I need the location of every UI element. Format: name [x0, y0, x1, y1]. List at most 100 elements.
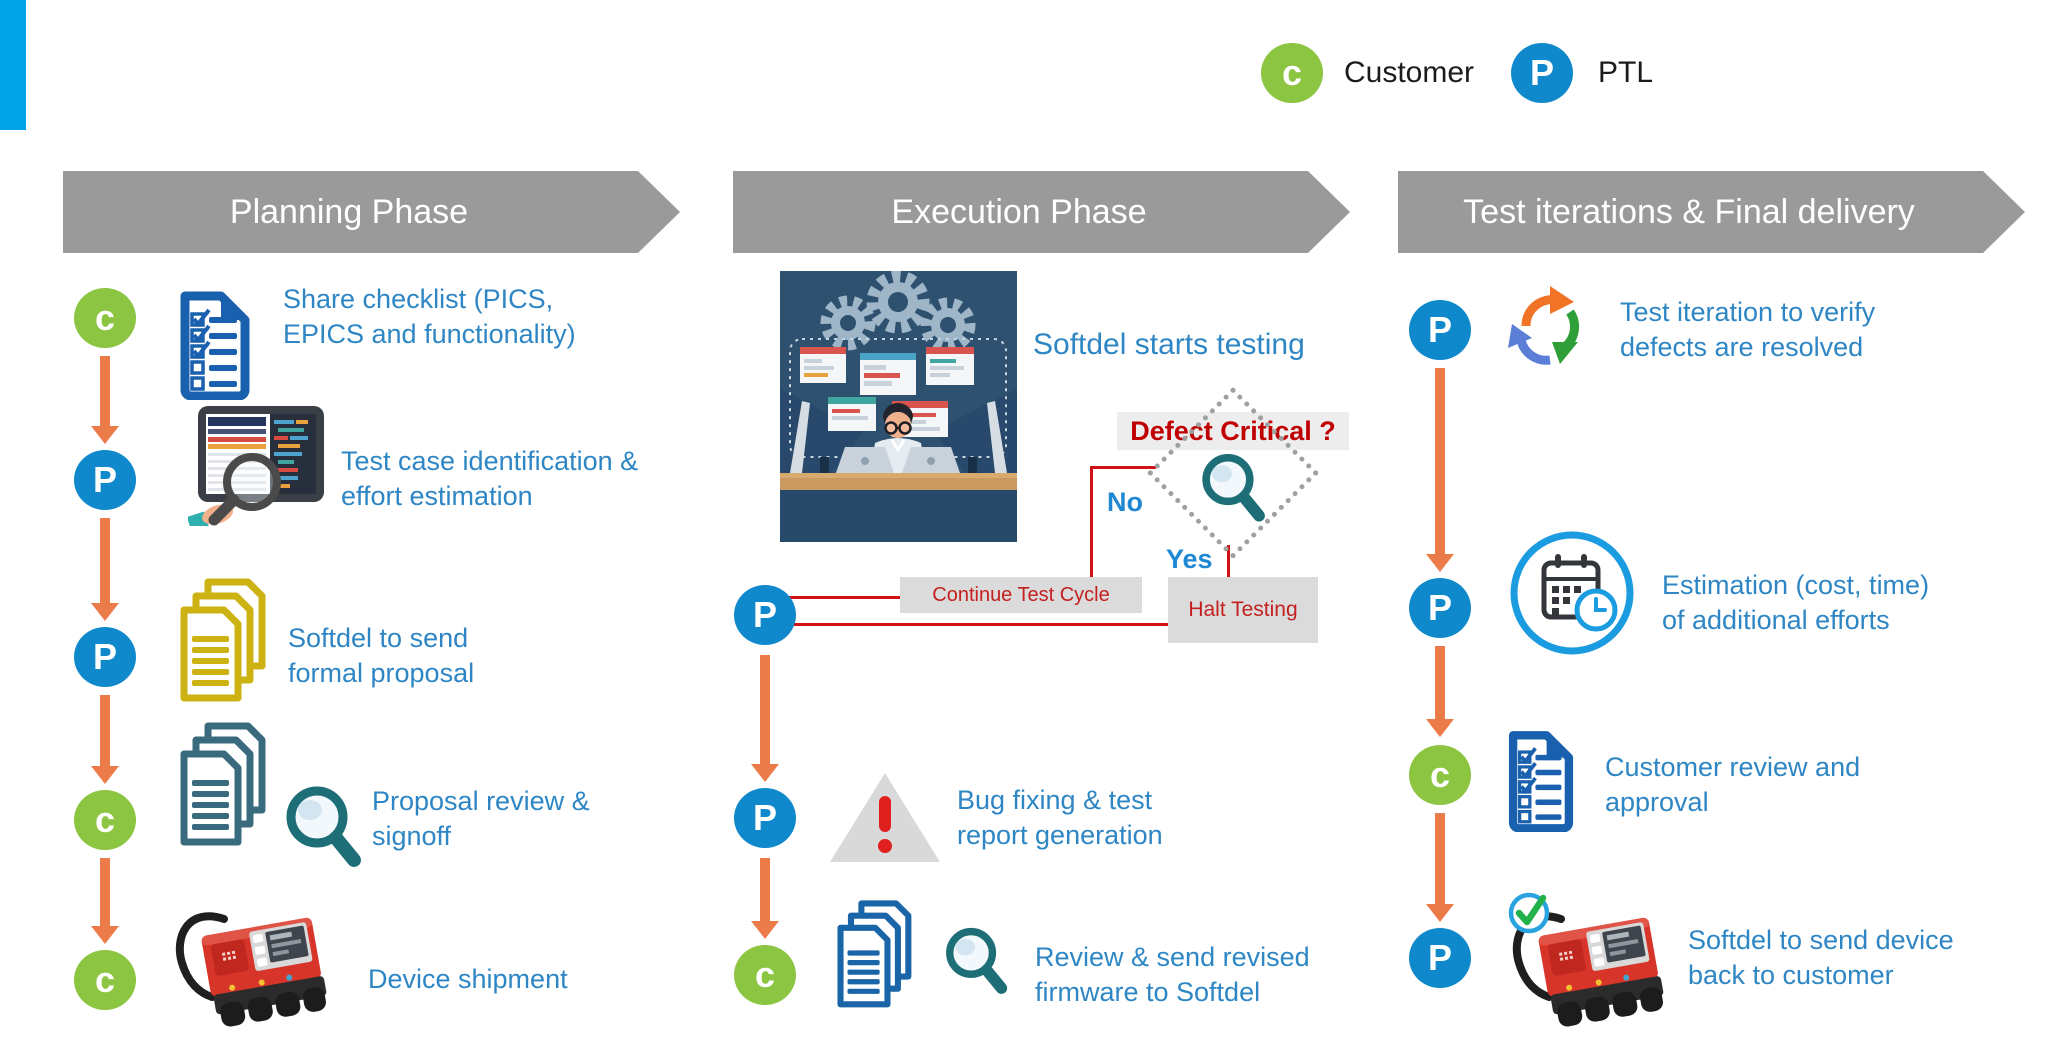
text-line: defects are resolved [1620, 332, 1864, 362]
text-line: Estimation (cost, time) [1662, 570, 1930, 600]
planning-step5-text: Device shipment [368, 962, 568, 997]
documents-stack-teal-icon [175, 722, 270, 860]
legend-customer-letter: c [1281, 52, 1303, 93]
checklist-icon [175, 286, 255, 400]
text-line: Test case identification & [341, 446, 639, 476]
legend-ptl-letter: P [1529, 52, 1554, 93]
connector-no-vertical [1090, 466, 1093, 578]
text-line: signoff [372, 821, 452, 851]
planning-step2-text: Test case identification & effort estima… [341, 444, 638, 514]
banner-execution-title: Execution Phase [891, 192, 1147, 231]
text-line: back to customer [1688, 960, 1894, 990]
approved-check-icon [1506, 887, 1556, 937]
planning-step4-text: Proposal review & signoff [372, 784, 590, 854]
test-analysis-icon [188, 404, 330, 526]
execution-loop-actor: P [734, 585, 796, 645]
continue-test-cycle-box: Continue Test Cycle [900, 577, 1142, 613]
delivery-step4-text: Softdel to send device back to customer [1688, 923, 1954, 993]
documents-stack-yellow-icon [175, 578, 270, 716]
execution-step2-actor: P [734, 788, 796, 848]
delivery-step1-text: Test iteration to verify defects are res… [1620, 295, 1875, 365]
actor-letter: P [1427, 937, 1452, 978]
connector-p-to-continue [780, 596, 900, 599]
cycle-arrows-icon [1502, 284, 1590, 374]
flow-arrow-down [760, 655, 770, 764]
accent-bar [0, 0, 26, 130]
decision-yes-label: Yes [1166, 544, 1213, 574]
magnifier-icon [283, 783, 363, 883]
text-line: Softdel to send device [1688, 925, 1954, 955]
planning-step3-text: Softdel to send formal proposal [288, 621, 474, 691]
planning-step1-actor: c [74, 288, 136, 348]
text-line: EPICS and functionality) [283, 319, 576, 349]
text-line: report generation [957, 820, 1163, 850]
banner-planning-title: Planning Phase [229, 192, 469, 231]
flow-arrow-down [100, 518, 110, 603]
flow-arrow-down [1435, 813, 1445, 904]
delivery-step3-actor: c [1409, 745, 1471, 805]
laptops [836, 447, 960, 473]
legend-ptl-badge: P [1511, 43, 1573, 103]
banner-planning-phase: Planning Phase [63, 171, 680, 253]
actor-letter: P [92, 636, 117, 677]
checklist-icon [1502, 726, 1580, 832]
connector-no-horizontal [1090, 466, 1156, 469]
actor-letter: P [1427, 587, 1452, 628]
delivery-step3-text: Customer review and approval [1605, 750, 1860, 820]
testing-illustration [780, 271, 1017, 542]
decision-question-band: Defect Critical ? [1117, 412, 1349, 450]
execution-step3-text: Review & send revised firmware to Softde… [1035, 940, 1310, 1010]
execution-step2-text: Bug fixing & test report generation [957, 783, 1163, 853]
planning-step4-actor: c [74, 790, 136, 850]
banner-delivery-title: Test iterations & Final delivery [1463, 192, 1915, 231]
magnifier-icon [1199, 451, 1267, 535]
connector-yes-vertical [1227, 545, 1230, 578]
text-line: approval [1605, 787, 1709, 817]
halt-testing-text: Halt Testing [1188, 598, 1298, 621]
actor-letter: P [752, 797, 777, 838]
text-line: Test iteration to verify [1620, 297, 1876, 327]
banner-delivery-phase: Test iterations & Final delivery [1398, 171, 2025, 253]
planning-step1-text: Share checklist (PICS, EPICS and functio… [283, 282, 576, 352]
execution-step3-actor: c [734, 945, 796, 1005]
text-line: firmware to Softdel [1035, 977, 1261, 1007]
actor-letter: c [94, 297, 116, 338]
actor-letter: P [752, 594, 777, 635]
planning-step3-actor: P [74, 627, 136, 687]
device-approved-photo [1505, 893, 1673, 1033]
actor-letter: c [754, 954, 776, 995]
text-line: Bug fixing & test [957, 785, 1153, 815]
actor-letter: c [94, 959, 116, 1000]
device-photo [168, 893, 336, 1033]
actor-letter: P [92, 459, 117, 500]
magnifier-icon [938, 925, 1014, 1007]
delivery-step1-actor: P [1409, 300, 1471, 360]
flow-arrow-down [760, 858, 770, 921]
delivery-step2-text: Estimation (cost, time) of additional ef… [1662, 568, 1929, 638]
text-line: Softdel to send [288, 623, 469, 653]
flow-arrow-down [1435, 646, 1445, 719]
text-line: formal proposal [288, 658, 475, 688]
delivery-step2-actor: P [1409, 578, 1471, 638]
legend-customer-badge: c [1261, 43, 1323, 103]
flow-arrow-down [100, 695, 110, 766]
delivery-step4-actor: P [1409, 928, 1471, 988]
planning-step2-actor: P [74, 450, 136, 510]
actor-letter: P [1427, 309, 1452, 350]
text-line: Review & send revised [1035, 942, 1310, 972]
halt-testing-box: Halt Testing [1168, 577, 1318, 643]
text-line: Proposal review & [372, 786, 590, 816]
flow-arrow-down [100, 858, 110, 926]
banner-execution-phase: Execution Phase [733, 171, 1350, 253]
warning-icon [826, 770, 944, 866]
calendar-clock-icon [1508, 528, 1636, 658]
legend-ptl-label: PTL [1598, 56, 1654, 89]
actor-letter: c [94, 799, 116, 840]
decision-no-label: No [1107, 487, 1143, 517]
planning-step5-actor: c [74, 950, 136, 1010]
text-line: Customer review and [1605, 752, 1861, 782]
text-line: effort estimation [341, 481, 533, 511]
connector-p-to-halt [780, 623, 1168, 626]
legend-customer-label: Customer [1344, 56, 1475, 89]
